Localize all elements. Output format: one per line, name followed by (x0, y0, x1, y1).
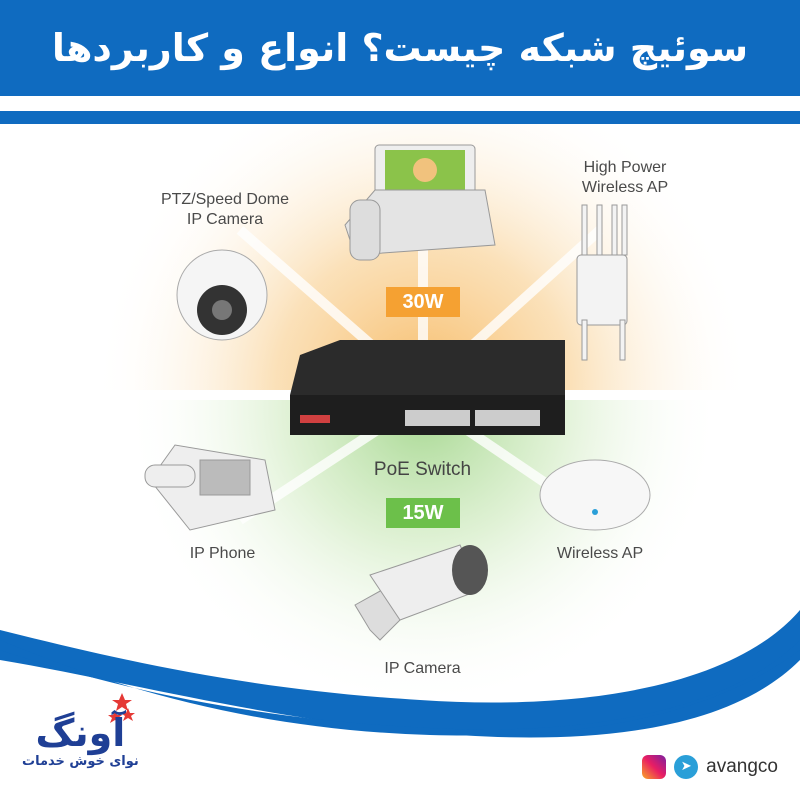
header-stripe (0, 111, 800, 124)
poe-diagram (0, 124, 800, 738)
high-power-ap-icon (576, 204, 628, 361)
label-poe-switch: PoE Switch (373, 459, 472, 480)
label-ptz-camera: PTZ/Speed Dome IP Camera (160, 191, 290, 228)
label-wireless-ap: Wireless AP (556, 545, 644, 562)
page-title: سوئیچ شبکه چیست؟ انواع و کاربردها (51, 26, 749, 70)
poe-switch-icon (290, 340, 565, 435)
brand-stars-icon (108, 693, 135, 723)
video-phone-icon (344, 144, 496, 261)
ip-phone-icon (144, 444, 276, 531)
label-high-power-ap: High Power Wireless AP (581, 159, 669, 196)
brand-logo: آونگ نوای خوش خدمات (22, 712, 139, 769)
badge-30w: 30W (386, 287, 460, 317)
brand-tagline: نوای خوش خدمات (22, 754, 139, 769)
ptz-camera-icon (176, 249, 268, 341)
wireless-ap-icon (539, 459, 651, 531)
instagram-icon[interactable] (642, 755, 667, 779)
telegram-icon[interactable]: ➤ (674, 755, 699, 779)
badge-15w: 15W (386, 498, 460, 528)
blue-swoosh (0, 610, 800, 738)
ip-camera-icon (354, 544, 488, 641)
brand-name: آونگ (35, 711, 126, 755)
label-ip-phone: IP Phone (189, 545, 256, 562)
social-handle[interactable]: avangco (706, 756, 778, 777)
social-links: ➤ avangco (642, 755, 778, 779)
header-banner: سوئیچ شبکه چیست؟ انواع و کاربردها (0, 0, 800, 96)
label-ip-camera: IP Camera (384, 660, 461, 677)
